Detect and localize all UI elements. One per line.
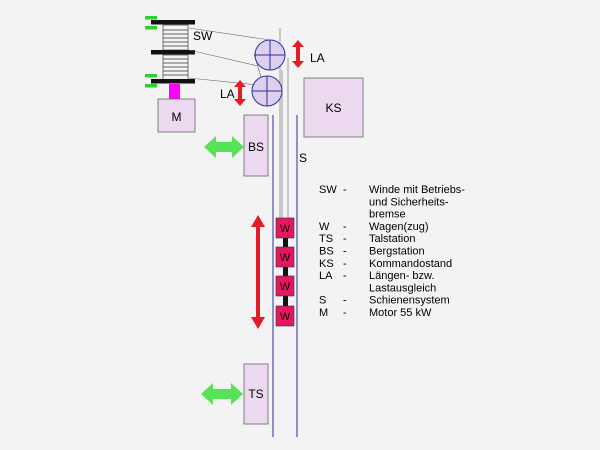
legend-dash: - [343, 295, 347, 307]
legend-description: Schienensystem [369, 295, 450, 307]
bs-green-arrow [204, 136, 244, 158]
legend-description: und Sicherheits- [369, 196, 449, 208]
label-bs: BS [248, 140, 264, 154]
la-arrow-top [292, 40, 304, 68]
legend-code: W [319, 221, 330, 233]
winch-sw: SW [145, 16, 213, 88]
winch-flange-1 [151, 20, 195, 25]
wagon-1 [275, 217, 295, 239]
label-sw: SW [193, 29, 213, 43]
brake-marker-bottom-1 [145, 74, 157, 78]
legend-description: bremse [369, 209, 406, 221]
legend-dash: - [343, 307, 347, 319]
legend-code: KS [319, 258, 334, 270]
ts-box [243, 363, 269, 425]
winch-flange-3 [151, 79, 195, 84]
label-motor: M [172, 110, 182, 124]
wagon-red-arrow [251, 215, 265, 329]
legend-dash: - [343, 246, 347, 258]
legend-description: Motor 55 kW [369, 307, 432, 319]
la-arrow-bottom [234, 80, 246, 106]
legend-code: S [319, 295, 326, 307]
legend-dash: - [343, 233, 347, 245]
label-ks: KS [325, 101, 341, 115]
pulley-bottom [251, 75, 283, 107]
legend: SW-Winde mit Betriebs-und Sicherheits-br… [319, 184, 465, 319]
rail-system [272, 115, 298, 437]
label-la-bottom: LA [220, 87, 235, 101]
wagon-3 [275, 275, 295, 297]
label-wagon-4: W [280, 311, 291, 323]
wagon-train: W W W W [275, 217, 295, 327]
label-wagon-3: W [280, 281, 291, 293]
legend-description: Winde mit Betriebs- [369, 184, 465, 196]
label-wagon-1: W [280, 223, 291, 235]
legend-description: Kommandostand [369, 258, 452, 270]
legend-code: TS [319, 233, 333, 245]
brake-marker-top-2 [145, 26, 157, 30]
ks-box [303, 77, 364, 138]
label-la-top: LA [310, 51, 325, 65]
legend-code: BS [319, 246, 334, 258]
legend-description: Lastausgleich [369, 282, 436, 294]
wagon-4 [275, 305, 295, 327]
label-ts: TS [248, 387, 263, 401]
legend-code: SW [319, 184, 337, 196]
brake-marker-bottom-2 [145, 84, 157, 88]
legend-dash: - [343, 270, 347, 282]
winch-flange-2 [151, 50, 195, 55]
wagon-coupling [283, 230, 288, 320]
legend-dash: - [343, 221, 347, 233]
motor-connector [169, 84, 180, 99]
legend-dash: - [343, 258, 347, 270]
label-wagon-2: W [280, 252, 291, 264]
legend-description: Talstation [369, 233, 415, 245]
legend-code: LA [319, 270, 333, 282]
legend-description: Längen- bzw. [369, 270, 434, 282]
legend-dash: - [343, 184, 347, 196]
bs-box [243, 114, 269, 177]
pulley-top [254, 39, 286, 71]
legend-description: Wagen(zug) [369, 221, 429, 233]
motor-box [157, 98, 196, 133]
legend-description: Bergstation [369, 246, 425, 258]
brake-marker-top-1 [145, 16, 157, 20]
legend-code: M [319, 307, 328, 319]
label-s: S [299, 151, 307, 165]
ts-green-arrow [201, 383, 243, 405]
wagon-2 [275, 246, 295, 268]
